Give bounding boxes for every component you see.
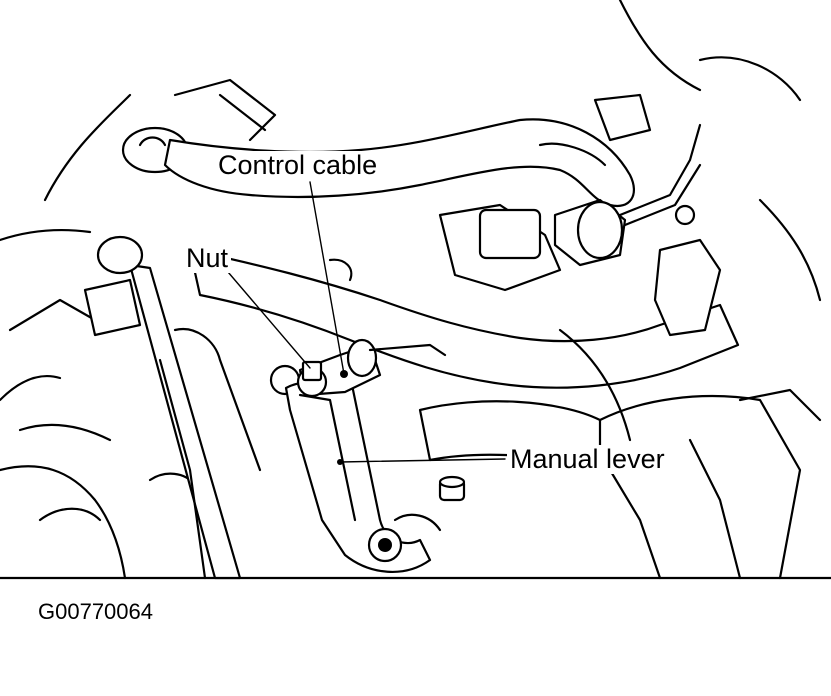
engine-block-left: [0, 78, 277, 580]
manual-lever-shape: [284, 379, 466, 573]
cable-connector-assembly: [438, 93, 722, 337]
leader-manual-lever-dot: [337, 459, 343, 465]
nut-and-cable-end: [296, 338, 447, 398]
figure-id: G00770064: [38, 599, 153, 624]
manual-lever-label: Manual lever: [507, 445, 668, 474]
control-cable-label: Control cable: [215, 151, 381, 180]
leader-nut: [227, 271, 311, 369]
lower-hose: [188, 248, 740, 389]
leader-control-cable: [309, 181, 345, 375]
leader-manual-lever: [339, 458, 506, 463]
callout-leaders: [227, 181, 506, 465]
engine-block-right: [418, 0, 822, 580]
left-bracket: [83, 235, 301, 580]
nut-label: Nut: [183, 244, 232, 273]
